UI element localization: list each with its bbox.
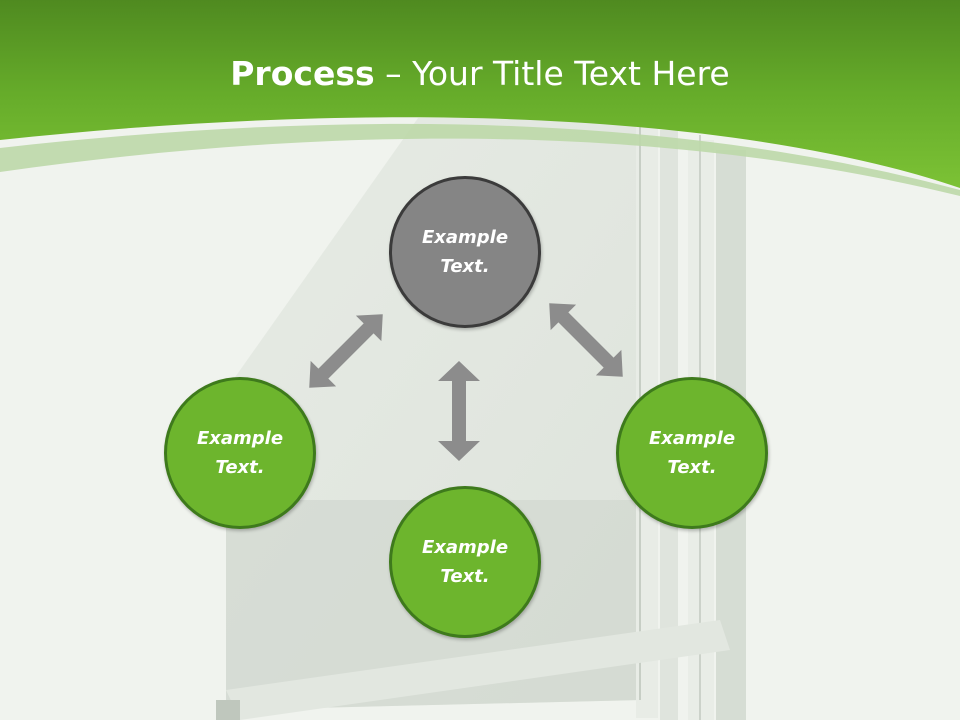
node-bottom-line2: Text. (440, 566, 490, 587)
double-arrow-right (549, 303, 623, 377)
header-band (0, 0, 960, 188)
node-right-line2: Text. (667, 457, 717, 478)
node-left-line1: Example (196, 428, 284, 449)
double-arrow-left (309, 314, 383, 388)
title-bold: Process (230, 54, 375, 93)
double-arrow-vertical (438, 361, 480, 461)
node-top-line1: Example (421, 227, 509, 248)
node-top-line2: Text. (440, 256, 490, 277)
node-right-line1: Example (648, 428, 736, 449)
header-swoosh (0, 123, 960, 196)
node-left-line2: Text. (215, 457, 265, 478)
title-rest: – Your Title Text Here (374, 54, 730, 93)
slide-title: Process – Your Title Text Here (0, 52, 960, 96)
node-bottom-line1: Example (421, 537, 509, 558)
